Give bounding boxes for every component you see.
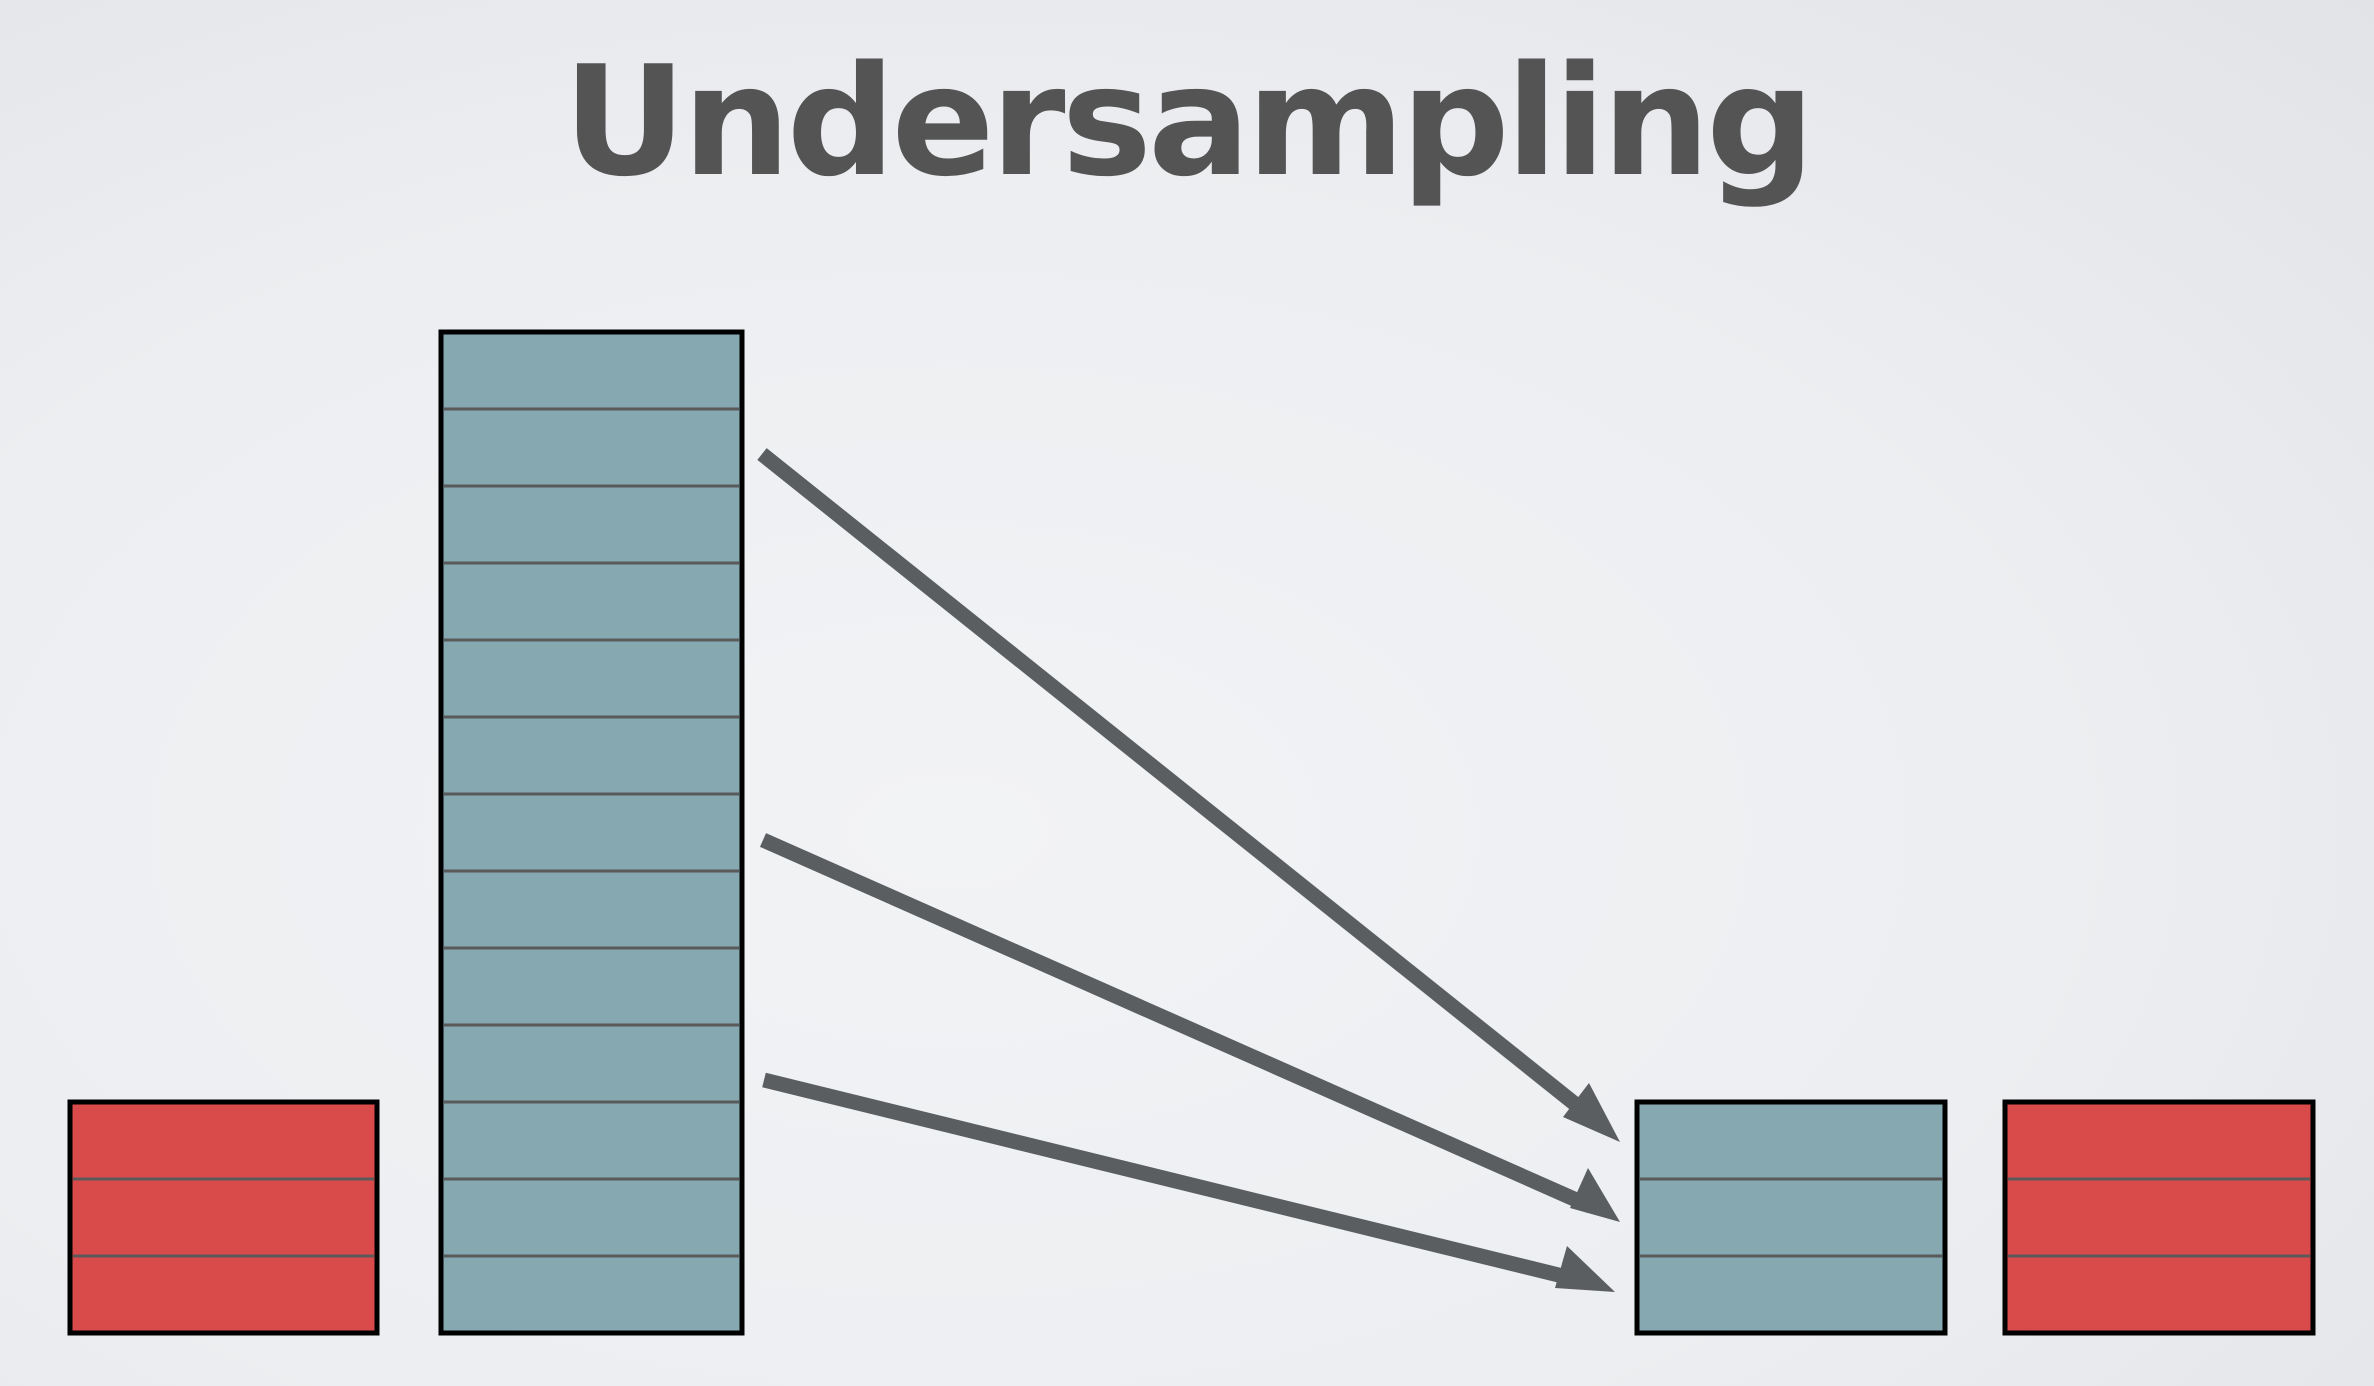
before-minority-block — [67, 1099, 380, 1336]
arrow-head — [1563, 1083, 1620, 1142]
before-majority-rect — [438, 329, 745, 1336]
arrow-shaft — [762, 1072, 1585, 1289]
after-minority-rect — [2002, 1099, 2316, 1336]
arrow-head — [1570, 1168, 1620, 1222]
arrow-shaft — [757, 448, 1595, 1122]
arrow-head — [1555, 1246, 1615, 1292]
arrow-shaft — [759, 833, 1594, 1213]
before-minority-rect — [67, 1099, 380, 1336]
after-majority-rect — [1634, 1099, 1948, 1336]
after-majority-block — [1634, 1099, 1948, 1336]
before-majority-block — [438, 329, 745, 1336]
after-minority-block — [2002, 1099, 2316, 1336]
sampling-arrows — [757, 448, 1620, 1292]
slide-title: Undersampling — [563, 33, 1815, 210]
